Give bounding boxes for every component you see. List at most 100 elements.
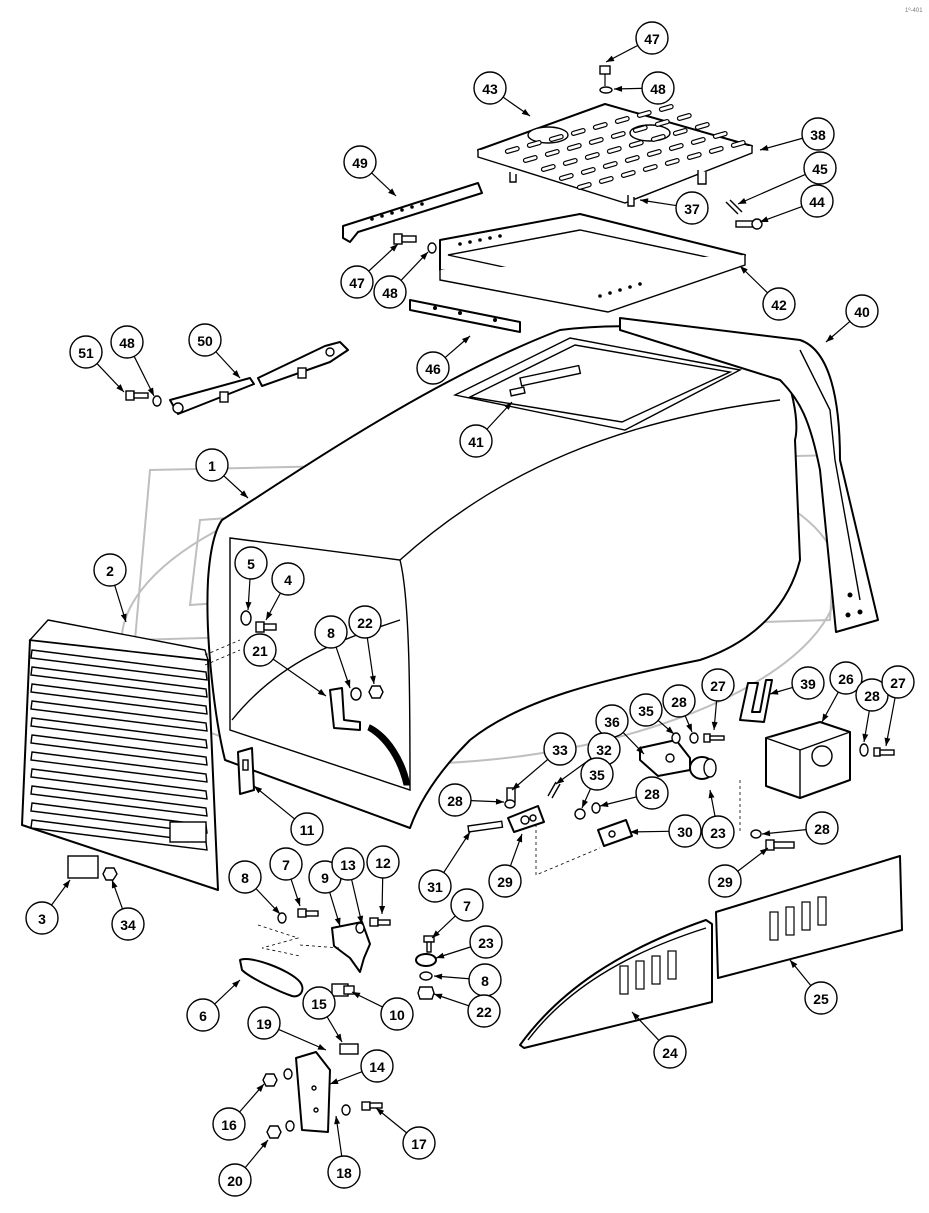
callout-arrow: [357, 915, 364, 924]
callout-circle: [418, 869, 452, 903]
plate-slot: [646, 149, 662, 157]
part-32-cotter: [547, 781, 561, 799]
callout-circle: [459, 424, 493, 458]
tray-hole: [598, 294, 602, 298]
callout-arrow: [504, 402, 512, 410]
callout-arrow: [822, 713, 829, 722]
callout-label: 29: [497, 874, 513, 890]
tray-hole: [638, 282, 642, 286]
callout-label: 17: [411, 1136, 427, 1152]
callout-arrow: [582, 799, 588, 808]
callout-circle: [701, 668, 735, 702]
callout-7: 7: [431, 888, 484, 939]
callout-arrow: [760, 144, 769, 151]
part-51-bolt: [125, 390, 149, 401]
part-24-side-panel-front: [519, 919, 713, 1049]
grille-slat: [30, 785, 208, 817]
part-28-washer-b: [504, 799, 516, 809]
grille-slat: [30, 802, 208, 834]
part-42-tray-frame: [439, 213, 746, 313]
part-20-nut: [266, 1125, 282, 1139]
callout-50: 50: [188, 323, 241, 379]
callout-arrow: [461, 336, 470, 344]
callout-arrow: [521, 108, 530, 116]
callout-25: 25: [789, 959, 838, 1015]
part-47-bolt-left: [393, 233, 417, 245]
callout-arrow: [272, 906, 280, 914]
callout-24: 24: [631, 1011, 687, 1069]
callout-28: 28: [662, 684, 696, 733]
callout-label: 9: [321, 870, 329, 886]
callout-circle: [803, 151, 837, 185]
callout-circle: [450, 888, 484, 922]
callout-label: 47: [644, 31, 660, 47]
callout-28: 28: [855, 678, 889, 743]
part-28-washer-r1: [859, 743, 869, 757]
callout-circle: [234, 546, 268, 580]
callout-arrow: [330, 1078, 339, 1084]
callout-circle: [360, 1049, 394, 1083]
callout-leader: [737, 173, 806, 205]
panel-slot: [667, 950, 677, 980]
callout-label: 39: [800, 676, 816, 692]
callout-circle: [543, 732, 577, 766]
callout-label: 46: [425, 361, 441, 377]
plate-slot: [712, 131, 728, 139]
part-16-nut: [262, 1073, 278, 1087]
panel-slot: [635, 960, 645, 990]
callout-label: 14: [369, 1059, 385, 1075]
plate-slot: [602, 161, 618, 169]
callout-arrow: [770, 688, 779, 695]
callout-47: 47: [605, 21, 669, 63]
panel-slot: [801, 901, 811, 931]
callout-label: 16: [221, 1117, 237, 1133]
plate-slot: [576, 182, 592, 190]
callout-label: 24: [662, 1045, 678, 1061]
callout-label: 2: [106, 563, 114, 579]
callout-circle: [269, 847, 303, 881]
callout-arrow: [388, 188, 396, 196]
part-35-washer-b: [574, 808, 586, 820]
callout-arrow: [334, 917, 341, 926]
callout-circle: [111, 907, 145, 941]
grille-slat: [30, 700, 208, 732]
callout-circle: [331, 847, 365, 881]
callout-label: 23: [478, 935, 494, 951]
callout-arrow: [826, 334, 835, 342]
callout-circle: [662, 684, 696, 718]
plate-slot: [636, 110, 652, 118]
plate-slot: [694, 122, 710, 130]
callout-label: 42: [771, 297, 787, 313]
callout-circle: [641, 71, 675, 105]
part-50-support-link: [169, 341, 349, 415]
plate-slot: [668, 143, 684, 151]
callout-circle: [635, 776, 669, 810]
callout-label: 8: [241, 870, 249, 886]
callout-label: 41: [468, 434, 484, 450]
callout-label: 28: [671, 694, 687, 710]
callout-arrow: [606, 55, 615, 62]
callout-16: 16: [212, 1083, 265, 1141]
part-41-gas-strut: [509, 364, 582, 397]
callout-14: 14: [329, 1049, 394, 1085]
callout-arrow: [686, 723, 692, 732]
tray-hole: [618, 288, 622, 292]
callout-arrow: [111, 880, 118, 889]
callout-arrow: [556, 776, 565, 784]
callout-17: 17: [375, 1107, 436, 1160]
plate-slot: [570, 128, 586, 136]
plate-slot: [580, 167, 596, 175]
part-28-washer-a: [689, 732, 699, 744]
callout-arrow: [665, 726, 674, 734]
callout-label: 1: [208, 458, 216, 474]
callout-label: 48: [650, 81, 666, 97]
callout-label: 5: [247, 556, 255, 572]
part-45-cotter-pin: [725, 199, 743, 215]
callout-label: 23: [710, 825, 726, 841]
callout-circle: [290, 812, 324, 846]
part-25-side-panel-rear: [715, 855, 903, 979]
callout-15: 15: [302, 986, 343, 1043]
callout-label: 31: [427, 879, 443, 895]
callout-circle: [343, 145, 377, 179]
